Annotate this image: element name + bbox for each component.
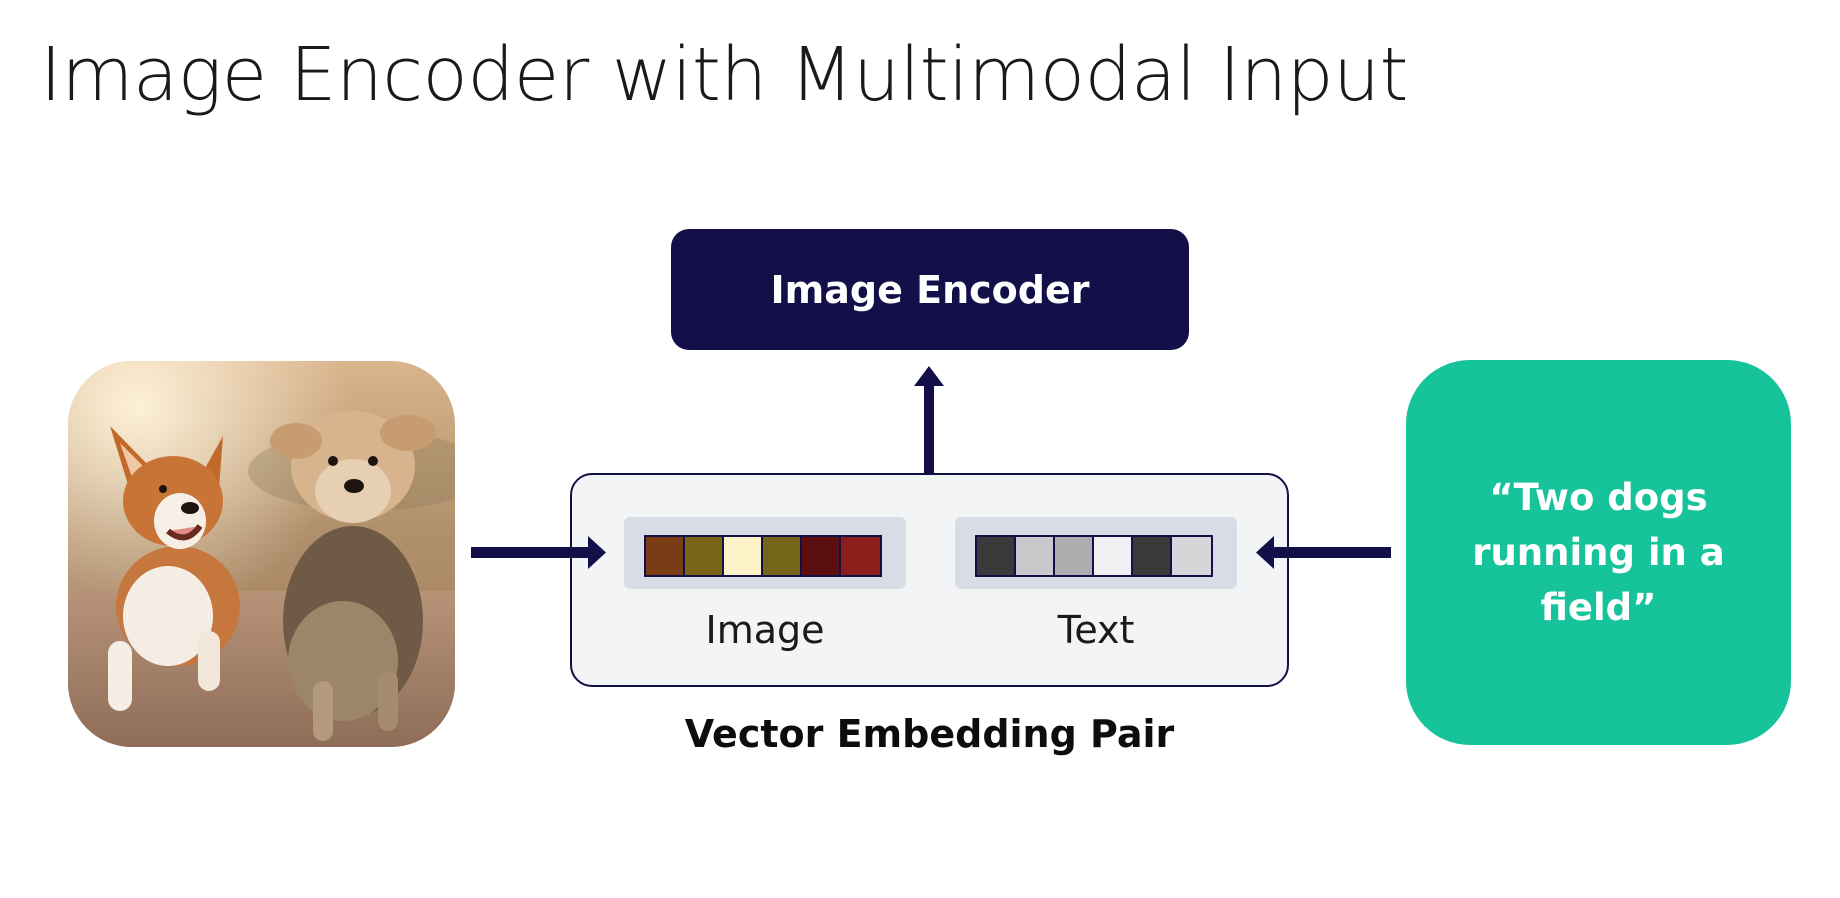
arrow-up-to-encoder xyxy=(914,366,944,473)
image-vector-cell-3 xyxy=(724,537,763,575)
image-vector-track xyxy=(624,517,906,589)
text-vector-cell-3 xyxy=(1055,537,1094,575)
image-vector xyxy=(644,535,882,577)
corgi-dog xyxy=(108,426,240,711)
dogs-photo xyxy=(68,361,455,747)
vector-embedding-panel: Image Text xyxy=(570,473,1289,687)
image-encoder-label: Image Encoder xyxy=(770,267,1090,312)
image-vector-cell-4 xyxy=(763,537,802,575)
image-vector-cell-6 xyxy=(841,537,880,575)
terrier-dog xyxy=(270,411,436,741)
text-vector xyxy=(975,535,1213,577)
text-vector-track xyxy=(955,517,1237,589)
image-encoder-box: Image Encoder xyxy=(671,229,1189,350)
image-vector-cell-1 xyxy=(646,537,685,575)
image-vector-label: Image xyxy=(705,608,825,652)
arrow-text-to-vector xyxy=(1256,536,1391,569)
image-vector-cell-5 xyxy=(802,537,841,575)
dogs-photo-illustration xyxy=(68,361,455,747)
text-vector-cell-1 xyxy=(977,537,1016,575)
embedding-pair-caption: Vector Embedding Pair xyxy=(684,712,1175,756)
text-vector-cell-5 xyxy=(1133,537,1172,575)
text-input-caption: “Two dogs running in a field” xyxy=(1472,476,1725,629)
text-vector-cell-4 xyxy=(1094,537,1133,575)
page-title: Image Encoder with Multimodal Input xyxy=(40,32,1409,118)
arrow-image-to-vector xyxy=(471,536,606,569)
text-vector-cell-6 xyxy=(1172,537,1211,575)
text-vector-label: Text xyxy=(1057,608,1135,652)
image-vector-cell-2 xyxy=(685,537,724,575)
text-vector-cell-2 xyxy=(1016,537,1055,575)
text-input-card: “Two dogs running in a field” xyxy=(1406,360,1791,745)
